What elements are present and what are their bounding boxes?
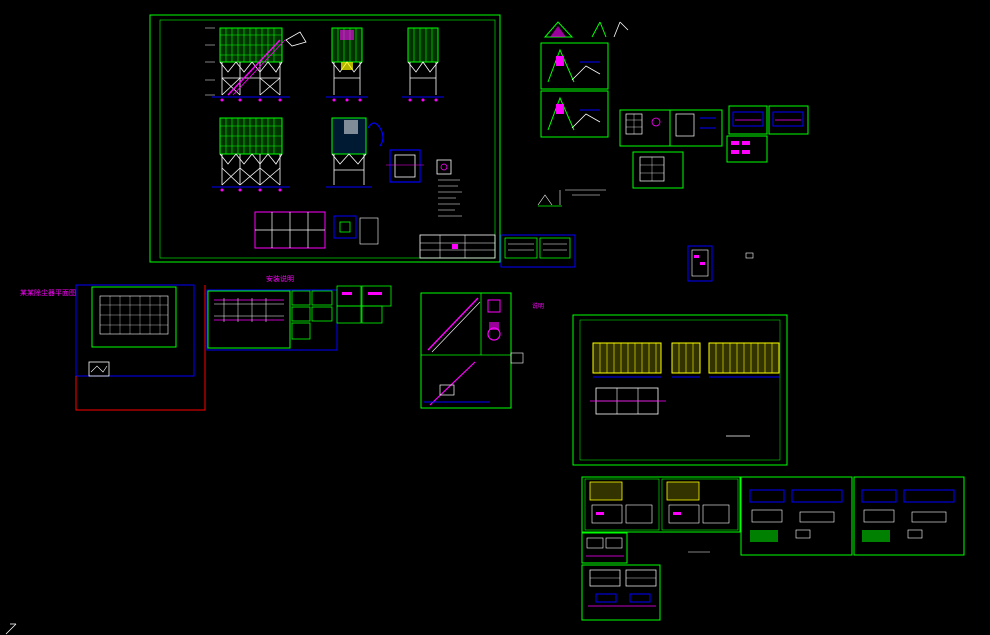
plan-sheet-center-left[interactable] — [206, 285, 392, 351]
elevation-view-5 — [326, 117, 384, 188]
inclined-section-sheet[interactable] — [420, 292, 524, 409]
elevation-sheet-right[interactable] — [572, 314, 788, 466]
crosshair-icon — [5, 623, 17, 635]
detail-sheets-top[interactable] — [500, 21, 809, 282]
side-drawing-note: 说明 — [532, 303, 545, 310]
foundation-plan — [254, 211, 379, 249]
elevation-view-3 — [402, 27, 444, 102]
elevation-view-2 — [326, 27, 368, 102]
plan-sheet-left[interactable] — [75, 284, 206, 411]
center-drawing-note: 安装说明 — [266, 275, 294, 283]
main-drawing-sheet[interactable] — [149, 14, 501, 263]
title-block — [419, 234, 496, 259]
plan-detail — [386, 149, 462, 217]
elevation-view-4 — [212, 117, 290, 192]
left-drawing-note: 某某除尘器平面图 — [20, 289, 76, 297]
detail-sheets-bottom[interactable] — [581, 476, 965, 621]
elevation-view-1 — [205, 27, 307, 102]
